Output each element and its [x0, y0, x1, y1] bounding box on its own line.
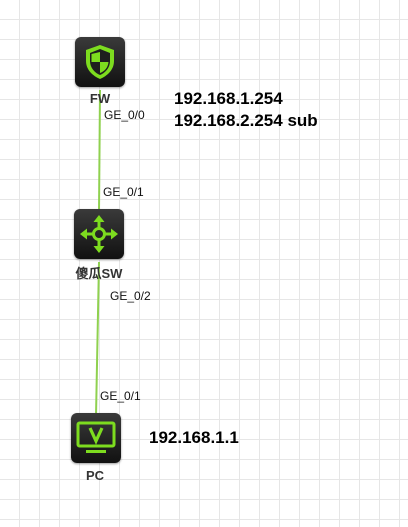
pc-device[interactable] — [71, 413, 121, 463]
firewall-shield-icon — [86, 45, 114, 79]
port-label-pc-ge0-1: GE_0/1 — [100, 389, 141, 403]
fw-label: FW — [89, 91, 111, 106]
fw-ip-note-line1: 192.168.1.254 — [174, 89, 283, 108]
sw-label: 傻瓜SW — [75, 266, 123, 281]
link-sw-pc[interactable] — [95, 261, 100, 417]
switch-device[interactable] — [74, 209, 124, 259]
port-label-sw-ge0-1: GE_0/1 — [103, 185, 144, 199]
port-label-sw-ge0-2: GE_0/2 — [110, 289, 151, 303]
fw-ip-note-line2: 192.168.2.254 sub — [174, 111, 318, 130]
monitor-icon — [76, 421, 116, 453]
firewall-device[interactable] — [75, 37, 125, 87]
port-label-fw-ge0-0: GE_0/0 — [104, 108, 145, 122]
link-fw-sw[interactable] — [98, 89, 101, 213]
switch-arrows-icon — [80, 215, 118, 253]
pc-label: PC — [85, 468, 105, 483]
pc-ip-note: 192.168.1.1 — [149, 428, 239, 447]
